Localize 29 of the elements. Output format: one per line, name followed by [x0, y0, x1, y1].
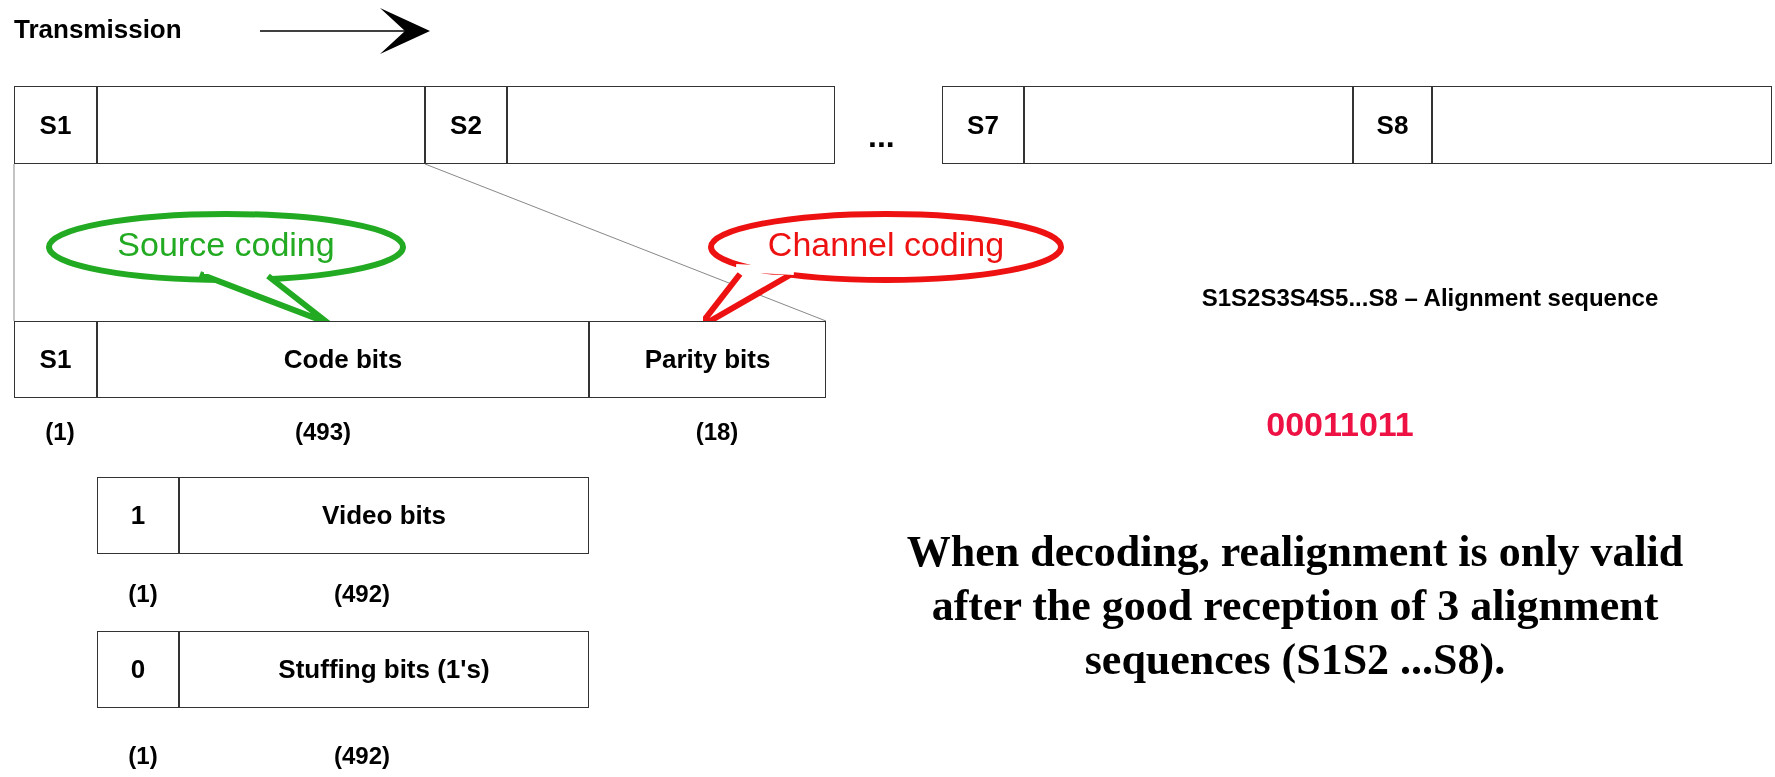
frame-field: Video bits	[179, 477, 589, 554]
bit-count: (1)	[128, 742, 158, 770]
bit-count: (1)	[45, 418, 75, 446]
bubble-text: Channel coding	[766, 225, 1006, 264]
bit-count: (1)	[128, 580, 158, 608]
ellipsis: ...	[868, 118, 895, 155]
frame-field: S8	[1353, 86, 1432, 164]
frame-field: 0	[97, 631, 179, 708]
zoom-line	[424, 163, 827, 322]
frame-field	[1024, 86, 1353, 164]
bubble-text: Source coding	[116, 225, 336, 264]
frame-field	[97, 86, 425, 164]
heading-label: Transmission	[14, 14, 182, 45]
bit-count: (493)	[295, 418, 351, 446]
zoom-line	[13, 163, 15, 322]
frame-field: S1	[14, 321, 97, 398]
bit-count: (18)	[695, 418, 739, 446]
note-text: S1S2S3S4S5...S8 – Alignment sequence	[1200, 284, 1660, 312]
bit-count: (492)	[334, 580, 390, 608]
bit-sequence: 00011011	[1265, 405, 1415, 444]
frame-field: S1	[14, 86, 97, 164]
frame-field: S7	[942, 86, 1024, 164]
frame-field: S2	[425, 86, 507, 164]
note-paragraph: When decoding, realignment is only valid after the good reception of 3 alignment sequences (S1S2 ...S8).	[905, 526, 1685, 686]
frame-field	[1432, 86, 1772, 164]
frame-field: 1	[97, 477, 179, 554]
frame-field: Stuffing bits (1's)	[179, 631, 589, 708]
bit-count: (492)	[334, 742, 390, 770]
frame-field	[507, 86, 835, 164]
